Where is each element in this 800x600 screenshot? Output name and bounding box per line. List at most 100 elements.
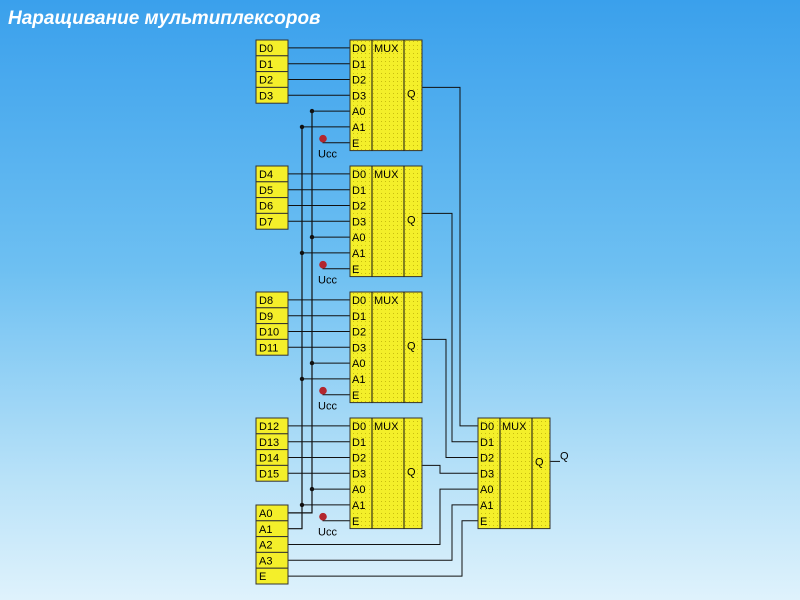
ucc-terminal-dot: [319, 386, 327, 395]
mux-title: MUX: [374, 43, 399, 55]
junction-dot: [299, 502, 305, 508]
mux-pin-label: A0: [480, 484, 493, 496]
data-input-label: D12: [259, 421, 279, 433]
q-output-wire: [422, 86, 478, 427]
mux-pin-label: A0: [352, 358, 365, 370]
mux-pin-label: D3: [352, 342, 366, 354]
junction-dot: [299, 250, 305, 256]
enable-wire: [322, 140, 350, 144]
slide-title: Наращивание мультиплексоров: [8, 8, 321, 29]
ucc-terminal-dot: [319, 134, 327, 143]
mux-title: MUX: [374, 295, 399, 307]
data-input-label: D1: [259, 59, 273, 71]
mux-pin-label: E: [480, 516, 487, 528]
address-input-label: A0: [259, 508, 272, 520]
junction-dot: [309, 486, 315, 492]
enable-wire: [322, 518, 350, 522]
data-input-box: [255, 464, 289, 482]
mux-pin-label: D2: [352, 327, 366, 339]
mux-pin-label: A1: [480, 500, 493, 512]
enable-wire: [322, 392, 350, 396]
mux-pin-label: A0: [352, 106, 365, 118]
mux-pin-label: E: [352, 264, 359, 276]
mux-pin-label: D3: [480, 468, 494, 480]
mux-pin-label: D1: [352, 59, 366, 71]
mux-output-label: Q: [407, 214, 416, 226]
junction-dot: [299, 376, 305, 382]
mux-pin-label: E: [352, 138, 359, 150]
mux-pin-label: D1: [480, 437, 494, 449]
q-output-wire: [422, 338, 478, 458]
mux-pin-label: D1: [352, 437, 366, 449]
ucc-terminal-dot: [319, 260, 327, 269]
enable-wire: [322, 266, 350, 270]
mux-pin-label: E: [352, 390, 359, 402]
data-input-box: [255, 86, 289, 104]
mux-output-label: Q: [535, 456, 544, 468]
mux-pin-label: D2: [352, 453, 366, 465]
a2-wire: [288, 488, 478, 545]
q-output-wire: [422, 464, 478, 474]
ucc-label: Ucc: [318, 401, 337, 413]
mux-pin-label: A1: [352, 248, 365, 260]
ucc-label: Ucc: [318, 275, 337, 287]
data-input-box: [255, 338, 289, 356]
final-mux-box: [477, 417, 551, 530]
ucc-label: Ucc: [318, 527, 337, 539]
data-input-label: D5: [259, 185, 273, 197]
ucc-label: Ucc: [318, 149, 337, 161]
mux-pin-label: D1: [352, 185, 366, 197]
data-input-label: D6: [259, 201, 273, 213]
mux-title: MUX: [374, 421, 399, 433]
mux-output-label: Q: [407, 340, 416, 352]
mux-pin-label: D3: [352, 90, 366, 102]
mux-pin-label: D1: [352, 311, 366, 323]
data-input-label: D7: [259, 216, 273, 228]
mux-pin-label: D0: [352, 169, 366, 181]
mux-pin-label: A1: [352, 122, 365, 134]
mux-pin-label: D0: [480, 421, 494, 433]
mux-pin-label: A0: [352, 232, 365, 244]
data-input-label: D9: [259, 311, 273, 323]
mux-pin-label: D3: [352, 216, 366, 228]
data-input-label: D4: [259, 169, 273, 181]
junction-dot: [309, 234, 315, 240]
mux-box: [349, 165, 423, 278]
data-input-label: D14: [259, 453, 279, 465]
mux-pin-label: E: [352, 516, 359, 528]
e-wire: [288, 520, 478, 577]
mux-box: [349, 291, 423, 404]
mux-pin-label: D0: [352, 295, 366, 307]
mux-pin-label: D2: [352, 201, 366, 213]
a3-wire: [288, 504, 478, 561]
address-input-box: [255, 567, 289, 585]
junction-dot: [299, 124, 305, 130]
data-input-label: D11: [259, 342, 278, 354]
ucc-terminal-dot: [319, 512, 327, 521]
data-input-box: [255, 212, 289, 230]
mux-pin-label: A1: [352, 500, 365, 512]
mux-box: [349, 39, 423, 152]
address-input-label: E: [259, 571, 266, 583]
q-output-wire: [422, 212, 478, 443]
mux-output-label: Q: [407, 466, 416, 478]
a0-bus: [288, 111, 313, 514]
data-input-label: D2: [259, 75, 273, 87]
mux-pin-label: D2: [480, 453, 494, 465]
mux-pin-label: D3: [352, 468, 366, 480]
mux-output-label: Q: [407, 88, 416, 100]
mux-box: [349, 417, 423, 530]
data-input-label: D13: [259, 437, 279, 449]
junction-dot: [309, 108, 315, 114]
data-input-label: D15: [259, 468, 279, 480]
mux-pin-label: D0: [352, 43, 366, 55]
data-input-label: D3: [259, 90, 273, 102]
mux-title: MUX: [502, 421, 527, 433]
mux-title: MUX: [374, 169, 399, 181]
address-input-label: A3: [259, 555, 272, 567]
a1-bus: [288, 126, 303, 530]
mux-pin-label: A1: [352, 374, 365, 386]
data-input-label: D8: [259, 295, 273, 307]
data-input-label: D0: [259, 43, 273, 55]
mux-pin-label: A0: [352, 484, 365, 496]
